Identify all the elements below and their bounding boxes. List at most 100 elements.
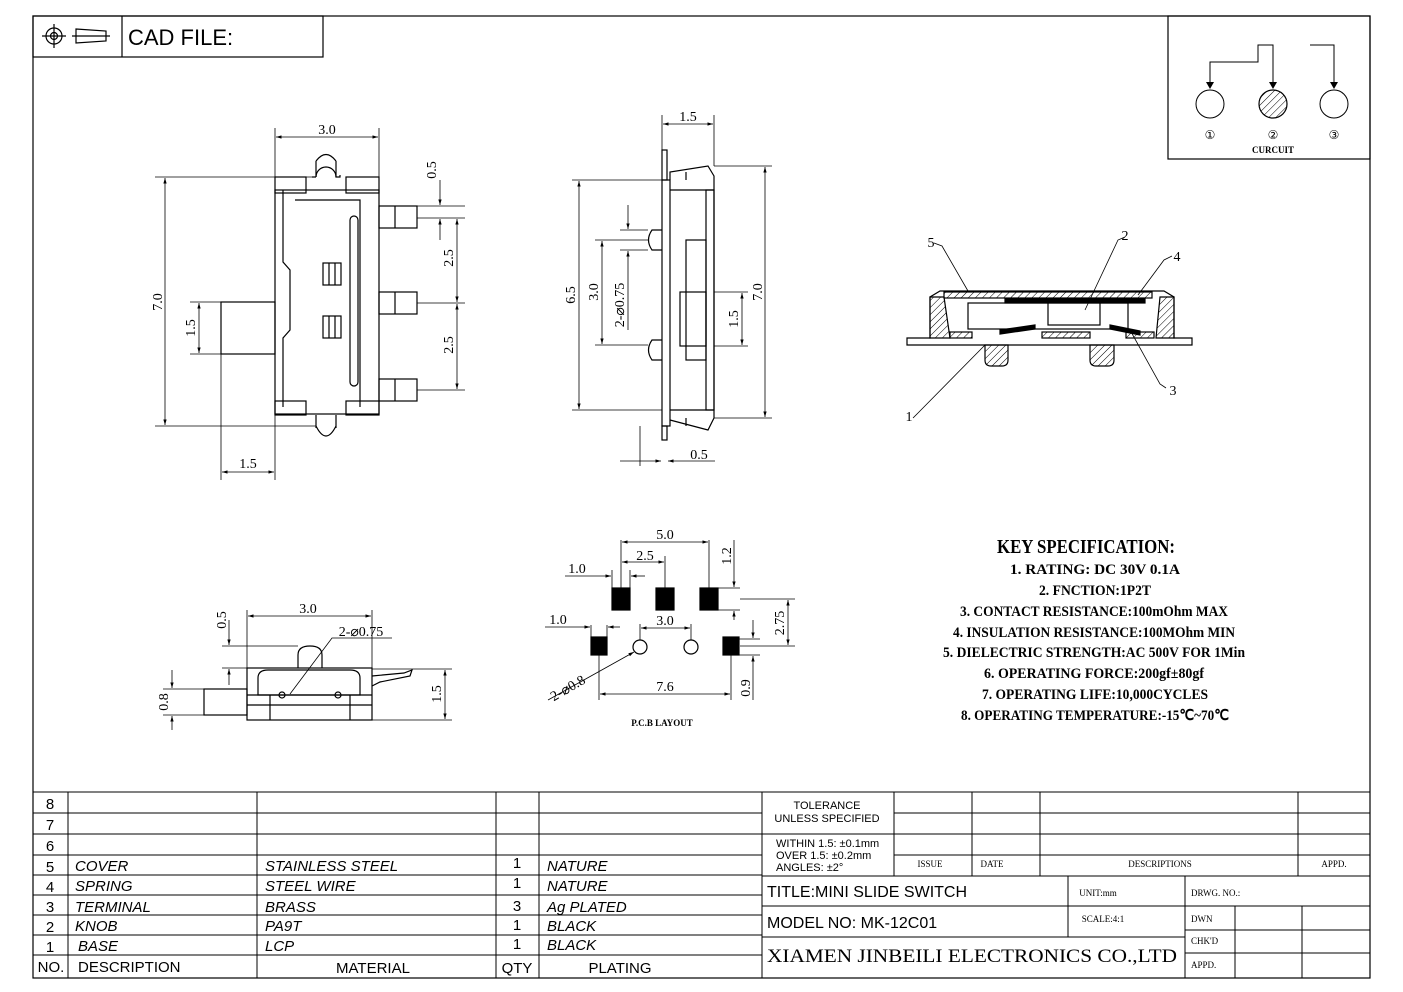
bom-header-material: MATERIAL — [336, 960, 410, 977]
key-spec-line-3: 3. CONTACT RESISTANCE:100mOhm MAX — [960, 604, 1228, 620]
bom-header-no: NO. — [38, 959, 65, 976]
title-block — [762, 792, 1370, 978]
scale-label: SCALE:4:1 — [1082, 914, 1125, 924]
key-spec-line-5: 5. DIELECTRIC STRENGTH:AC 500V FOR 1Min — [943, 645, 1246, 661]
tolerance-within: WITHIN 1.5: ±0.1mm — [776, 838, 879, 850]
bom-material-3: BRASS — [265, 899, 316, 916]
top-view-dimensions — [155, 128, 465, 480]
dim-front-1-5: 1.5 — [430, 685, 445, 703]
bom-qty-4: 1 — [513, 875, 521, 892]
bom-desc-1: BASE — [78, 938, 119, 955]
section-callout-2: 2 — [1122, 229, 1129, 244]
appd-label: APPD. — [1321, 859, 1346, 869]
title-block-text: TOLERANCE UNLESS SPECIFIED WITHIN 1.5: ±… — [767, 800, 1347, 970]
bom-no-8: 8 — [46, 796, 54, 813]
dim-pcb-3-0: 3.0 — [656, 614, 674, 629]
key-spec-line-1: 1. RATING: DC 30V 0.1A — [1010, 562, 1180, 578]
key-specification: KEY SPECIFICATION: 1. RATING: DC 30V 0.1… — [943, 536, 1246, 724]
key-spec-line-8: 8. OPERATING TEMPERATURE:-15℃~70℃ — [961, 708, 1229, 724]
bom-desc-5: COVER — [75, 858, 129, 875]
cad-file-label: CAD FILE: — [128, 25, 233, 50]
bom-no-3: 3 — [46, 899, 54, 916]
dim-top-1-5-horizontal: 1.5 — [239, 457, 257, 472]
bom-plating-5: NATURE — [547, 858, 609, 875]
side-view-dimensions — [572, 115, 772, 466]
company-name: XIAMEN JINBEILI ELECTRONICS CO.,LTD — [767, 946, 1177, 967]
bom-no-1: 1 — [46, 939, 54, 956]
pin-2-circle — [1258, 89, 1288, 119]
section-leaders — [912, 236, 1173, 419]
pin-3-circle — [1319, 89, 1349, 119]
key-spec-line-4: 4. INSULATION RESISTANCE:100MOhm MIN — [953, 625, 1235, 641]
sheet-border — [32, 15, 1371, 979]
model-number: MODEL NO: MK-12C01 — [767, 915, 937, 932]
dim-top-7-0: 7.0 — [151, 293, 166, 311]
dim-side-3-0: 3.0 — [587, 283, 602, 301]
bom-material-4: STEEL WIRE — [265, 878, 357, 895]
dim-pcb-1-0-mid: 1.0 — [549, 613, 567, 628]
bom-header-plating: PLATING — [588, 960, 651, 977]
bom-material-2: PA9T — [265, 918, 303, 935]
dim-front-0-8: 0.8 — [157, 693, 172, 711]
drawing-title: TITLE:MINI SLIDE SWITCH — [767, 884, 967, 901]
tolerance-subtitle: UNLESS SPECIFIED — [774, 813, 879, 825]
dim-top-2-5-lower: 2.5 — [442, 336, 457, 354]
key-spec-line-7: 7. OPERATING LIFE:10,000CYCLES — [982, 687, 1208, 703]
section-view — [906, 290, 1193, 367]
unit-label: UNIT:mm — [1079, 888, 1117, 898]
bom-header-desc: DESCRIPTION — [78, 959, 181, 976]
dim-side-1-5-right: 1.5 — [727, 310, 742, 328]
dim-front-hole: 2-⌀0.75 — [339, 625, 384, 640]
bom-no-2: 2 — [46, 919, 54, 936]
drwg-no-label: DRWG. NO.: — [1191, 888, 1240, 898]
dim-front-3-0: 3.0 — [299, 602, 317, 617]
bom-material-1: LCP — [265, 938, 294, 955]
date-label: DATE — [981, 859, 1004, 869]
dim-pcb-0-9: 0.9 — [739, 679, 754, 697]
dim-top-2-5-upper: 2.5 — [442, 249, 457, 267]
front-view — [203, 645, 413, 721]
dim-top-0-5: 0.5 — [425, 161, 440, 179]
bom-material-5: STAINLESS STEEL — [265, 858, 398, 875]
bom-qty-5: 1 — [513, 855, 521, 872]
side-view — [647, 149, 715, 441]
bom-rows: 8 7 6 5 COVER STAINLESS STEEL 1 NATURE 4… — [38, 796, 652, 977]
bom-plating-2: BLACK — [547, 918, 597, 935]
pin-1-label: ① — [1205, 128, 1216, 142]
bom-qty-3: 3 — [513, 898, 521, 915]
bom-plating-1: BLACK — [547, 937, 597, 954]
tolerance-over: OVER 1.5: ±0.2mm — [776, 850, 871, 862]
bom-no-4: 4 — [46, 879, 54, 896]
section-callout-5: 5 — [928, 236, 935, 251]
pin-2-label: ② — [1268, 128, 1279, 142]
chkd-label: CHK'D — [1191, 936, 1219, 946]
dim-front-0-5: 0.5 — [215, 611, 230, 629]
issue-label: ISSUE — [917, 859, 943, 869]
dim-pcb-1-2: 1.2 — [720, 547, 735, 565]
bom-no-5: 5 — [46, 859, 54, 876]
dim-side-0-5: 0.5 — [690, 448, 708, 463]
circuit-label: CURCUIT — [1252, 145, 1294, 155]
appd2-label: APPD. — [1191, 960, 1216, 970]
key-spec-line-6: 6. OPERATING FORCE:200gf±80gf — [984, 666, 1205, 682]
descriptions-label: DESCRIPTIONS — [1128, 859, 1192, 869]
dim-side-1-5-top: 1.5 — [679, 110, 697, 125]
pcb-dimensions — [545, 540, 795, 701]
tolerance-title: TOLERANCE — [793, 800, 860, 812]
bom-qty-2: 1 — [513, 917, 521, 934]
pcb-layout — [590, 587, 740, 656]
section-callout-4: 4 — [1174, 250, 1181, 265]
bom-qty-1: 1 — [513, 936, 521, 953]
bom-plating-3: Ag PLATED — [546, 899, 627, 916]
bom-plating-4: NATURE — [547, 878, 609, 895]
projection-symbol-icon — [42, 24, 110, 48]
pcb-layout-label: P.C.B LAYOUT — [631, 718, 693, 728]
bom-desc-4: SPRING — [75, 878, 133, 895]
pin-1-circle — [1195, 89, 1225, 119]
dwn-label: DWN — [1191, 914, 1213, 924]
dim-pcb-1-0-top: 1.0 — [568, 562, 586, 577]
header-box: CAD FILE: — [32, 15, 324, 58]
tolerance-angles: ANGLES: ±2° — [776, 862, 843, 874]
section-callout-1: 1 — [906, 410, 913, 425]
key-spec-title: KEY SPECIFICATION: — [997, 536, 1175, 558]
